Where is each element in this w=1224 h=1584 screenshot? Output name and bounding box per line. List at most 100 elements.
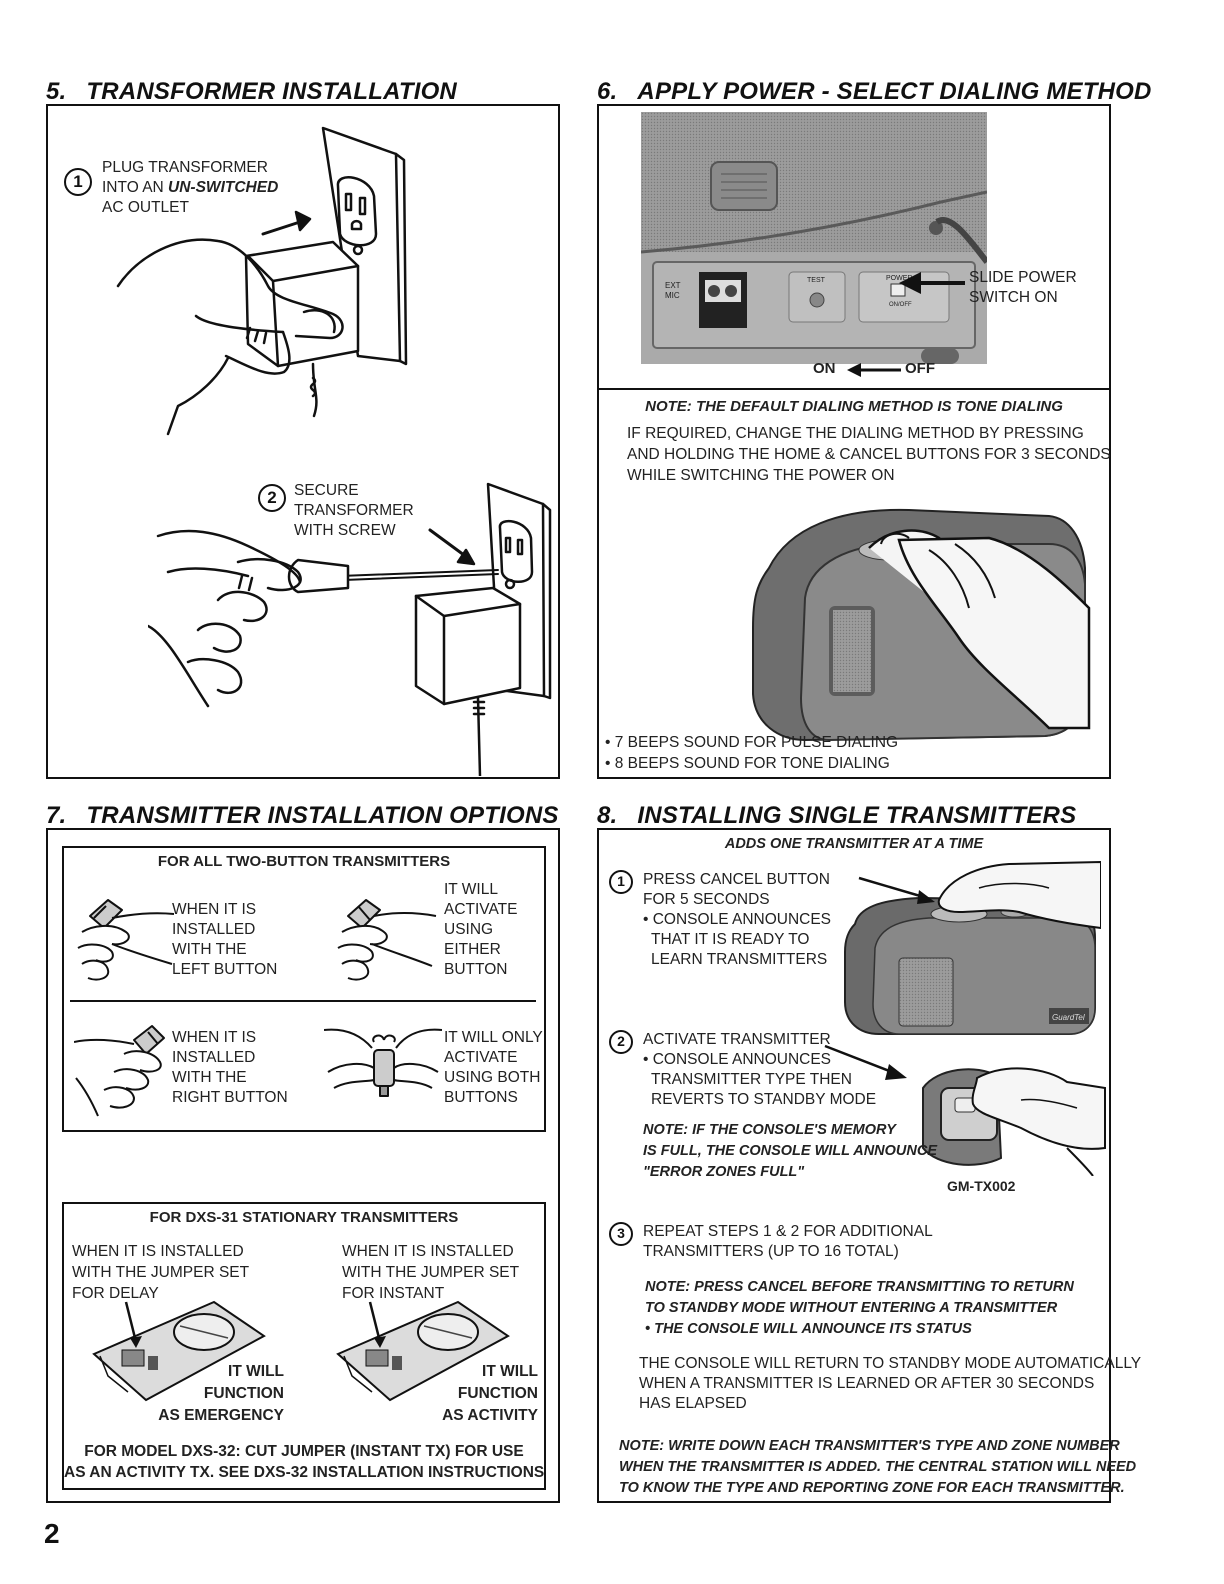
- step-2-circle: 2: [258, 484, 286, 512]
- step-1-circle: 1: [64, 168, 92, 196]
- section-6-number: 6.: [597, 78, 618, 105]
- step2-arrow-icon: [824, 1044, 907, 1080]
- both-line4: BUTTONS: [444, 1089, 518, 1106]
- s6-body-line1: IF REQUIRED, CHANGE THE DIALING METHOD B…: [627, 425, 1084, 442]
- emergency-line2: FUNCTION: [203, 1385, 284, 1402]
- s5-step1-line2: INTO AN UN-SWITCHED: [102, 178, 278, 199]
- model-label: GM-TX002: [947, 1178, 1016, 1194]
- s8-step-3-circle: 3: [609, 1222, 633, 1246]
- console-front-hand-illustration: [752, 508, 1091, 742]
- s8-step-1-circle: 1: [609, 870, 633, 894]
- s6-divider: [599, 388, 1109, 390]
- section-8-title-text: INSTALLING SINGLE TRANSMITTERS: [637, 802, 1077, 829]
- s5-step1-line1: PLUG TRANSFORMER: [102, 159, 268, 176]
- right-line4: RIGHT BUTTON: [172, 1089, 288, 1106]
- emergency-line1: IT WILL: [228, 1363, 284, 1380]
- both-buttons-hands-icon: [324, 1028, 442, 1097]
- s8-step3-line2: TRANSMITTERS (UP TO 16 TOTAL): [643, 1243, 899, 1260]
- power-callout-line1: SLIDE POWER: [969, 269, 1077, 286]
- section-8-title: 8. INSTALLING SINGLE TRANSMITTERS: [597, 802, 1076, 830]
- two-button-divider: [70, 1000, 536, 1002]
- delay-line3: FOR DELAY: [72, 1285, 159, 1302]
- s8-subtitle: ADDS ONE TRANSMITTER AT A TIME: [724, 836, 984, 852]
- s6-note: NOTE: THE DEFAULT DIALING METHOD IS TONE…: [645, 398, 1063, 415]
- s8-auto-line2: WHEN A TRANSMITTER IS LEARNED OR AFTER 3…: [639, 1375, 1095, 1392]
- panel-mic-label: MIC: [665, 291, 680, 300]
- power-callout-line2: SWITCH ON: [969, 289, 1058, 306]
- secure-screw-illustration: [148, 482, 552, 776]
- right-line1: WHEN IT IS: [172, 1029, 257, 1046]
- panel-power-label: POWER: [886, 275, 912, 282]
- section-8-number: 8.: [597, 802, 618, 829]
- page-number: 2: [44, 1518, 60, 1549]
- section-5-title-text: TRANSFORMER INSTALLATION: [86, 78, 457, 105]
- on-off-arrow-icon: [847, 363, 901, 377]
- instant-line1: WHEN IT IS INSTALLED: [342, 1243, 514, 1260]
- both-line3: USING BOTH: [444, 1069, 541, 1086]
- section-5-box: 1 PLUG TRANSFORMER INTO AN UN-SWITCHED A…: [46, 104, 560, 779]
- off-label: OFF: [905, 360, 935, 377]
- dxs32-footnote-line1: FOR MODEL DXS-32: CUT JUMPER (INSTANT TX…: [84, 1443, 524, 1460]
- s8-note2-line2: TO STANDBY MODE WITHOUT ENTERING A TRANS…: [645, 1300, 1058, 1316]
- s8-note1-line3: "ERROR ZONES FULL": [643, 1164, 805, 1180]
- s8-step2-line3: TRANSMITTER TYPE THEN: [651, 1071, 852, 1088]
- s5-step2-line1: SECURE: [294, 482, 359, 499]
- section-7-box: FOR ALL TWO-BUTTON TRANSMITTERS WHEN IT …: [46, 828, 560, 1503]
- two-button-box: FOR ALL TWO-BUTTON TRANSMITTERS WHEN IT …: [62, 846, 546, 1132]
- s8-step2-line1: ACTIVATE TRANSMITTER: [643, 1031, 831, 1048]
- section-5-number: 5.: [46, 78, 67, 105]
- console-cancel-button-illustration: GuardTel: [844, 860, 1101, 1035]
- s5-step1-line2-b: UN-SWITCHED: [168, 179, 279, 196]
- section-5-title: 5. TRANSFORMER INSTALLATION: [46, 78, 457, 106]
- panel-onoff-label: ON/OFF: [889, 302, 912, 308]
- s8-step-2-circle: 2: [609, 1030, 633, 1054]
- either-line3: USING: [444, 921, 494, 938]
- activity-line3: AS ACTIVITY: [442, 1407, 538, 1424]
- section-8-box: ADDS ONE TRANSMITTER AT A TIME 1 PRESS C…: [597, 828, 1141, 1503]
- s6-bullet-pulse: • 7 BEEPS SOUND FOR PULSE DIALING: [605, 734, 899, 751]
- left-line3: WITH THE: [172, 941, 247, 958]
- s8-note3-line2: WHEN THE TRANSMITTER IS ADDED. THE CENTR…: [619, 1459, 1137, 1475]
- s8-note2-line3: • THE CONSOLE WILL ANNOUNCE ITS STATUS: [645, 1321, 972, 1337]
- left-line4: LEFT BUTTON: [172, 961, 278, 978]
- guardtel-brand-label: GuardTel: [1052, 1013, 1085, 1022]
- dxs32-footnote-line2: AS AN ACTIVITY TX. SEE DXS-32 INSTALLATI…: [64, 1464, 545, 1481]
- plug-transformer-illustration: [116, 126, 408, 436]
- either-button-hand-icon: [337, 899, 437, 981]
- section-7-number: 7.: [46, 802, 67, 829]
- right-line2: INSTALLED: [172, 1049, 256, 1066]
- instant-line3: FOR INSTANT: [342, 1285, 445, 1302]
- s5-step1-line2-a: INTO AN: [102, 179, 169, 196]
- s8-step2-line2: • CONSOLE ANNOUNCES: [643, 1051, 832, 1068]
- delay-line1: WHEN IT IS INSTALLED: [72, 1243, 244, 1260]
- s6-body-line3: WHILE SWITCHING THE POWER ON: [627, 467, 895, 484]
- both-line2: ACTIVATE: [444, 1049, 518, 1066]
- power-callout-arrow-icon: [899, 272, 965, 294]
- s8-note3-line3: TO KNOW THE TYPE AND REPORTING ZONE FOR …: [619, 1480, 1125, 1496]
- s5-step2-line2: TRANSFORMER: [294, 502, 414, 519]
- wrist-transmitter-illustration: [922, 1067, 1106, 1176]
- emergency-line3: AS EMERGENCY: [158, 1407, 284, 1424]
- activity-line2: FUNCTION: [457, 1385, 538, 1402]
- left-line2: INSTALLED: [172, 921, 256, 938]
- either-line2: ACTIVATE: [444, 901, 518, 918]
- s6-body-line2: AND HOLDING THE HOME & CANCEL BUTTONS FO…: [627, 446, 1111, 463]
- s6-bullet-tone: • 8 BEEPS SOUND FOR TONE DIALING: [605, 755, 890, 772]
- console-rear-photo: EXT MIC TEST POWER ON/OFF: [641, 112, 987, 364]
- instant-line2: WITH THE JUMPER SET: [342, 1264, 520, 1281]
- dxs31-box: FOR DXS-31 STATIONARY TRANSMITTERS WHEN …: [62, 1202, 546, 1490]
- dxs31-header: FOR DXS-31 STATIONARY TRANSMITTERS: [149, 1209, 459, 1226]
- section-7-title-text: TRANSMITTER INSTALLATION OPTIONS: [86, 802, 559, 829]
- s8-step1-line3: • CONSOLE ANNOUNCES: [643, 911, 832, 928]
- both-line1: IT WILL ONLY: [444, 1029, 543, 1046]
- s8-auto-line3: HAS ELAPSED: [639, 1395, 747, 1412]
- either-line4: EITHER: [444, 941, 501, 958]
- on-label: ON: [813, 360, 836, 377]
- dxs31-delay-board-illustration: [92, 1300, 266, 1402]
- s8-step1-line2: FOR 5 SECONDS: [643, 891, 770, 908]
- panel-test-label: TEST: [807, 277, 826, 284]
- two-button-header: FOR ALL TWO-BUTTON TRANSMITTERS: [157, 853, 451, 870]
- s8-step1-line1: PRESS CANCEL BUTTON: [643, 871, 830, 888]
- s5-step2-line3: WITH SCREW: [294, 522, 396, 539]
- either-line5: BUTTON: [444, 961, 508, 978]
